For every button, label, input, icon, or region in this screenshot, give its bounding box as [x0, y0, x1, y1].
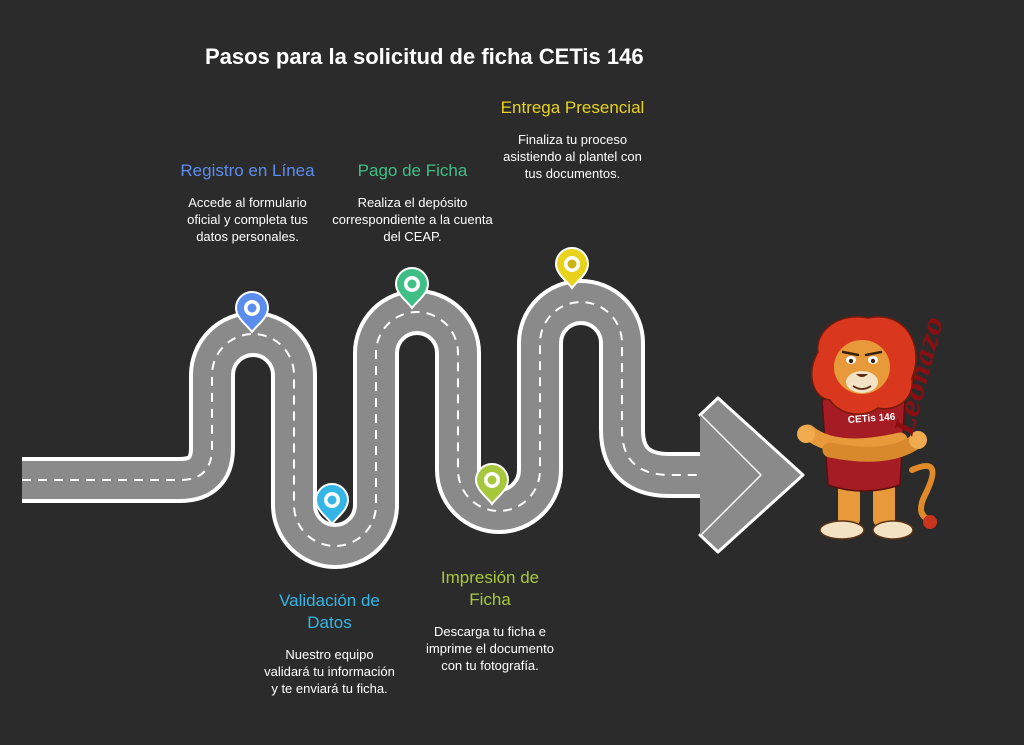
step-description: Descarga tu ficha e imprime el documento… [426, 624, 554, 673]
step-title: Validación de Datos [279, 591, 380, 632]
map-pin-icon [474, 463, 510, 506]
map-pin-icon [394, 267, 430, 310]
step-pago: Pago de Ficha Realiza el depósito corres… [330, 160, 495, 245]
road-asphalt [22, 283, 720, 565]
step-title: Registro en Línea [180, 161, 315, 180]
road-center-line [22, 301, 720, 547]
map-pin-icon [314, 483, 350, 526]
map-pin-icon [554, 247, 590, 290]
map-pin-icon [234, 291, 270, 334]
step-description: Nuestro equipo validará tu información y… [264, 647, 395, 696]
lion-mascot-icon: CETis 146 [797, 316, 937, 540]
step-description: Finaliza tu proceso asistiendo al plante… [503, 132, 642, 181]
step-validacion: Validación de Datos Nuestro equipo valid… [262, 590, 397, 697]
step-description: Accede al formulario oficial y completa … [187, 195, 308, 244]
road [22, 279, 720, 569]
page-title: Pasos para la solicitud de ficha CETis 1… [205, 44, 644, 69]
step-title: Impresión de Ficha [440, 568, 540, 609]
step-entrega: Entrega Presencial Finaliza tu proceso a… [495, 97, 650, 182]
step-impresion: Impresión de Ficha Descarga tu ficha e i… [420, 567, 560, 674]
step-description: Realiza el depósito correspondiente a la… [332, 195, 493, 244]
step-title: Entrega Presencial [500, 98, 645, 117]
mascot-shirt-text: CETis 146 [847, 412, 896, 426]
step-title: Pago de Ficha [357, 161, 468, 180]
arrow-head-icon [698, 396, 805, 554]
step-registro: Registro en Línea Accede al formulario o… [170, 160, 325, 245]
